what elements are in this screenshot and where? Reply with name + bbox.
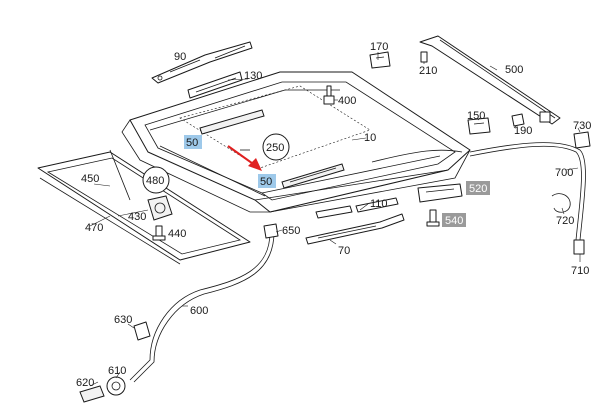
part-720-clip bbox=[551, 193, 571, 213]
callout-730[interactable]: 730 bbox=[573, 120, 591, 132]
callout-650[interactable]: 650 bbox=[282, 225, 300, 237]
callout-430[interactable]: 430 bbox=[128, 211, 146, 223]
callout-110[interactable]: 110 bbox=[370, 198, 388, 210]
part-430-motor bbox=[147, 195, 173, 221]
callout-50-lower[interactable]: 50 bbox=[260, 176, 272, 188]
part-600-drain-hose bbox=[129, 231, 275, 383]
callout-540[interactable]: 540 bbox=[445, 215, 463, 227]
part-540-bolt bbox=[426, 209, 440, 227]
highlight-540 bbox=[442, 213, 466, 227]
callout-700[interactable]: 700 bbox=[555, 167, 573, 179]
part-730-connector bbox=[573, 131, 591, 149]
callout-600[interactable]: 600 bbox=[190, 305, 208, 317]
part-440-bolt bbox=[152, 225, 166, 241]
callout-250[interactable]: 250 bbox=[266, 142, 284, 154]
callout-440[interactable]: 440 bbox=[168, 228, 186, 240]
part-520-bracket bbox=[417, 183, 463, 203]
callout-500[interactable]: 500 bbox=[505, 64, 523, 76]
part-610-grommet bbox=[106, 376, 126, 396]
callout-circle-480 bbox=[142, 166, 170, 194]
part-450-cable bbox=[109, 149, 131, 201]
part-190-clip bbox=[511, 113, 525, 127]
part-110-bracket bbox=[315, 197, 399, 219]
callout-190[interactable]: 190 bbox=[514, 125, 532, 137]
leader-lines bbox=[89, 52, 581, 387]
callout-400[interactable]: 400 bbox=[338, 95, 356, 107]
callout-450[interactable]: 450 bbox=[81, 173, 99, 185]
part-700-drain-hose bbox=[469, 142, 586, 241]
part-70-rail bbox=[305, 213, 405, 245]
callout-circle-250 bbox=[262, 133, 290, 161]
callout-710[interactable]: 710 bbox=[571, 265, 589, 277]
highlight-50-upper bbox=[184, 135, 202, 149]
callout-170[interactable]: 170 bbox=[370, 41, 388, 53]
callout-480[interactable]: 480 bbox=[146, 175, 164, 187]
part-400-bolt bbox=[323, 85, 335, 105]
callout-70[interactable]: 70 bbox=[338, 245, 350, 257]
part-210-pin bbox=[420, 51, 428, 63]
part-130-bracket bbox=[187, 71, 243, 99]
part-620-plug bbox=[79, 385, 105, 403]
callout-520[interactable]: 520 bbox=[469, 183, 487, 195]
part-500-rail bbox=[419, 35, 561, 125]
callout-150[interactable]: 150 bbox=[467, 110, 485, 122]
part-630-clip bbox=[133, 321, 151, 341]
callout-620[interactable]: 620 bbox=[76, 377, 94, 389]
callout-10[interactable]: 10 bbox=[364, 132, 376, 144]
sunroof-frame bbox=[121, 71, 471, 213]
highlight-50-lower bbox=[258, 174, 276, 188]
part-150-bracket bbox=[467, 117, 491, 135]
red-arrow bbox=[227, 145, 262, 171]
highlight-520 bbox=[466, 181, 490, 195]
callout-130[interactable]: 130 bbox=[244, 70, 262, 82]
part-slat-lower bbox=[281, 163, 345, 189]
callout-720[interactable]: 720 bbox=[556, 215, 574, 227]
part-170-clip bbox=[369, 51, 391, 69]
part-470-blind bbox=[37, 151, 251, 265]
part-710-hose-end bbox=[573, 239, 585, 255]
callout-50-upper[interactable]: 50 bbox=[186, 137, 198, 149]
part-650-fitting bbox=[263, 223, 279, 239]
part-90-rail bbox=[151, 41, 253, 84]
callout-610[interactable]: 610 bbox=[108, 365, 126, 377]
callout-210[interactable]: 210 bbox=[419, 65, 437, 77]
callout-470[interactable]: 470 bbox=[85, 222, 103, 234]
part-slat-upper bbox=[199, 109, 265, 135]
callout-630[interactable]: 630 bbox=[114, 314, 132, 326]
callout-90[interactable]: 90 bbox=[174, 51, 186, 63]
